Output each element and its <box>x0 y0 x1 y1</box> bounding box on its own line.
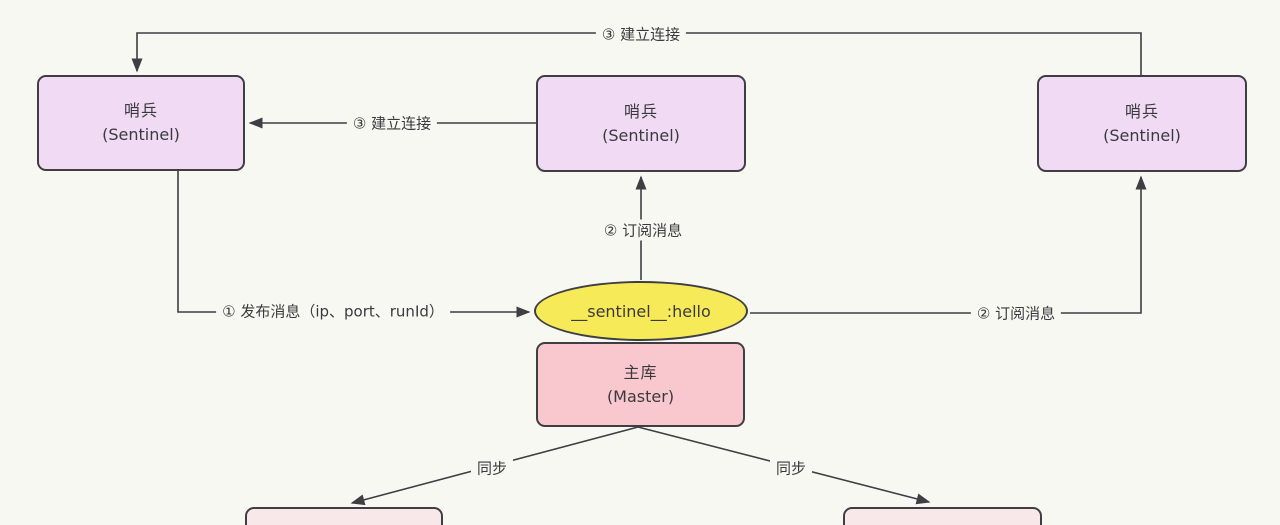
master-title: 主库 <box>623 362 658 382</box>
edge-label-subscribe-right: ② 订阅消息 <box>970 302 1062 324</box>
sentinel-node-left: 哨兵 (Sentinel) <box>37 75 245 171</box>
master-node: 主库 (Master) <box>536 342 745 427</box>
sentinel-middle-subtitle: (Sentinel) <box>602 125 680 145</box>
sentinel-left-title: 哨兵 <box>123 101 158 120</box>
edge-subscribe-right <box>750 175 1147 314</box>
pubsub-channel-node: __sentinel__:hello <box>534 281 748 341</box>
replica-node-left <box>245 507 443 525</box>
sentinel-node-right: 哨兵 (Sentinel) <box>1037 75 1247 172</box>
edge-label-connect-top: ③ 建立连接 <box>595 23 687 45</box>
edge-label-sync-right: 同步 <box>769 457 813 479</box>
sentinel-middle-title: 哨兵 <box>623 101 658 121</box>
edge-publish <box>177 171 531 318</box>
master-subtitle: (Master) <box>606 386 675 406</box>
sentinel-right-subtitle: (Sentinel) <box>1103 125 1181 145</box>
edge-label-subscribe-middle: ② 订阅消息 <box>597 219 689 241</box>
edge-label-sync-left: 同步 <box>470 457 514 479</box>
sentinel-right-title: 哨兵 <box>1124 101 1159 121</box>
replica-node-right <box>843 507 1042 525</box>
edge-label-publish: ① 发布消息（ip、port、runId） <box>216 300 450 322</box>
sentinel-node-middle: 哨兵 (Sentinel) <box>536 75 746 172</box>
edge-label-connect-middle: ③ 建立连接 <box>346 112 438 134</box>
sentinel-left-subtitle: (Sentinel) <box>102 125 180 144</box>
pubsub-channel-label: __sentinel__:hello <box>571 301 711 321</box>
